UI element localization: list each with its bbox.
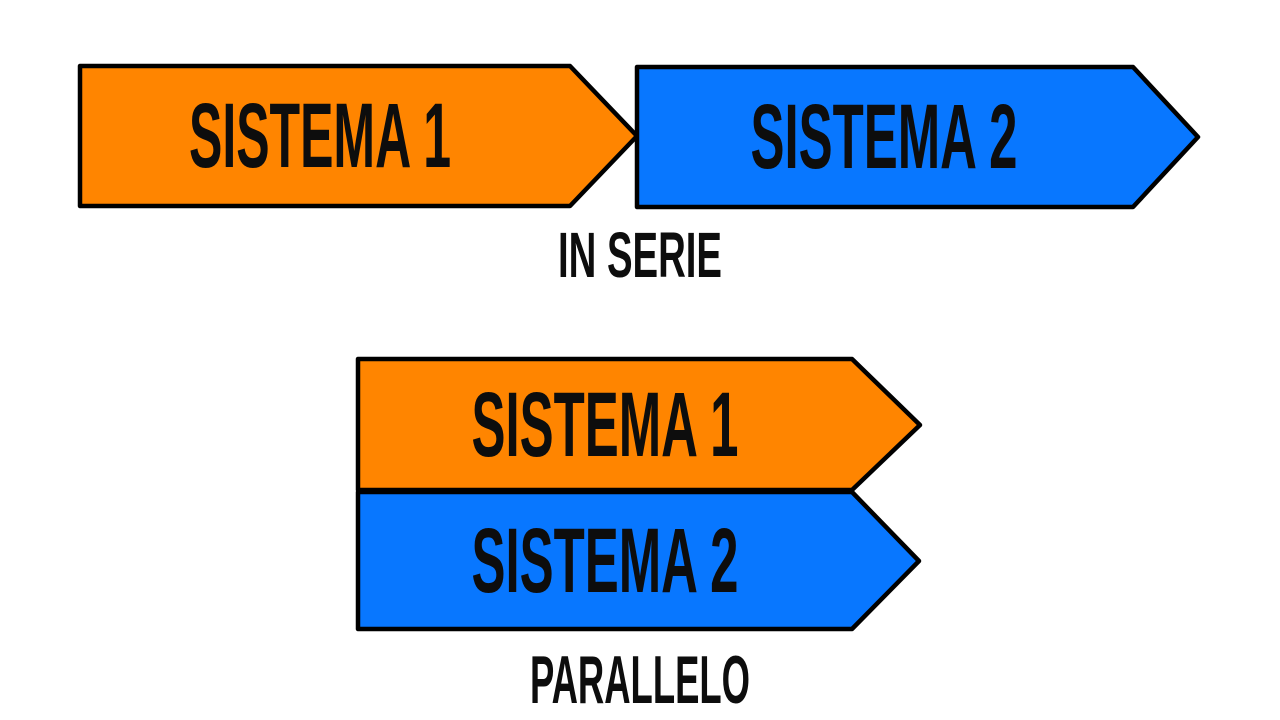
series-group: SISTEMA 1 SISTEMA 2 IN SERIE xyxy=(77,63,1201,291)
parallel-arrow2-label: SISTEMA 2 xyxy=(472,510,739,612)
series-arrow1-label: SISTEMA 1 xyxy=(189,85,451,187)
series-arrow-sistema2 xyxy=(634,64,1201,210)
parallel-arrow-sistema2 xyxy=(355,489,922,632)
series-arrow-sistema1 xyxy=(77,63,640,209)
series-arrow2-label: SISTEMA 2 xyxy=(751,86,1018,188)
parallel-caption: PARALLELO xyxy=(530,642,750,718)
parallel-arrow1-label: SISTEMA 1 xyxy=(472,374,739,476)
parallel-group: SISTEMA 1 SISTEMA 2 PARALLELO xyxy=(355,356,923,718)
series-caption: IN SERIE xyxy=(558,219,722,291)
parallel-arrow-sistema1 xyxy=(355,356,923,493)
